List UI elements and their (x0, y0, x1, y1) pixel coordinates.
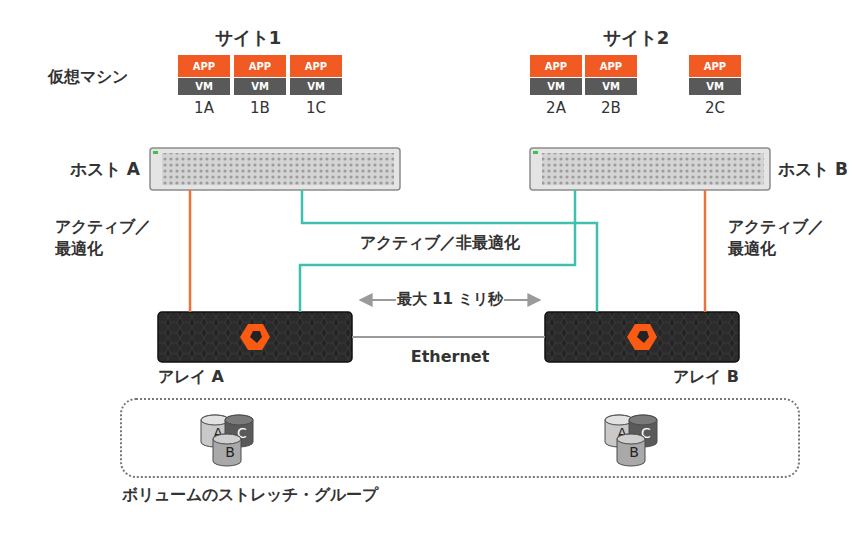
vm-icon: APPVM2A (530, 55, 582, 95)
vm-band: VM (178, 78, 230, 95)
host-label: ホスト A (70, 158, 140, 181)
vm-band: VM (689, 78, 741, 95)
vm-icon: APPVM1A (178, 55, 230, 95)
host-label: ホスト B (778, 158, 848, 181)
vm-id: 1B (250, 99, 270, 117)
vm-id: 1C (306, 99, 326, 117)
latency-label: 最大 11 ミリ秒 (397, 290, 503, 309)
site-title: サイト1 (215, 26, 282, 50)
app-band: APP (290, 55, 342, 77)
edge-label: アクティブ／ 最適化 (728, 216, 834, 259)
host-server: ホスト B (530, 148, 770, 190)
server-image (530, 148, 770, 190)
host-path (704, 190, 707, 312)
vm-id: 2B (601, 99, 621, 117)
storage-array: アレイ B (545, 312, 739, 362)
host-path (302, 190, 597, 312)
app-band: APP (234, 55, 286, 77)
latency-arrow (504, 299, 540, 301)
vm-icon: APPVM2B (585, 55, 637, 95)
storage-array: アレイ A (158, 312, 352, 362)
vm-icon: APPVM1B (234, 55, 286, 95)
vm-band: VM (585, 78, 637, 95)
site-title: サイト2 (603, 26, 670, 50)
ethernet-link (352, 336, 545, 338)
group-label: ボリュームのストレッチ・グループ (122, 485, 378, 506)
host-server: ホスト A (150, 148, 400, 190)
vm-id: 1A (194, 99, 214, 117)
vm-band: VM (234, 78, 286, 95)
edge-label: Ethernet (411, 346, 490, 368)
vm-band: VM (290, 78, 342, 95)
host-path (189, 190, 192, 312)
vm-icon: APPVM1C (290, 55, 342, 95)
vm-band: VM (530, 78, 582, 95)
edge-label: アクティブ／ 最適化 (55, 216, 161, 259)
group-label: 仮想マシン (48, 67, 128, 88)
path-label: アクティブ／非最適化 (360, 233, 520, 254)
storage-array-image (158, 312, 352, 362)
latency-arrow (360, 299, 396, 301)
volume-letter: B (616, 444, 652, 460)
app-band: APP (585, 55, 637, 77)
vm-icon: APPVM2C (689, 55, 741, 95)
volume-cylinder: B (616, 433, 652, 467)
app-band: APP (689, 55, 741, 77)
stretch-group: ボリュームのストレッチ・グループACBACB (120, 398, 800, 478)
server-image (150, 148, 400, 190)
array-label: アレイ B (673, 367, 739, 388)
storage-array-image (545, 312, 739, 362)
app-band: APP (178, 55, 230, 77)
app-band: APP (530, 55, 582, 77)
array-label: アレイ A (158, 367, 224, 388)
vm-id: 2C (705, 99, 725, 117)
host-path (300, 190, 575, 312)
volume-letter: B (212, 444, 248, 460)
vm-id: 2A (546, 99, 566, 117)
volume-cylinder: B (212, 433, 248, 467)
